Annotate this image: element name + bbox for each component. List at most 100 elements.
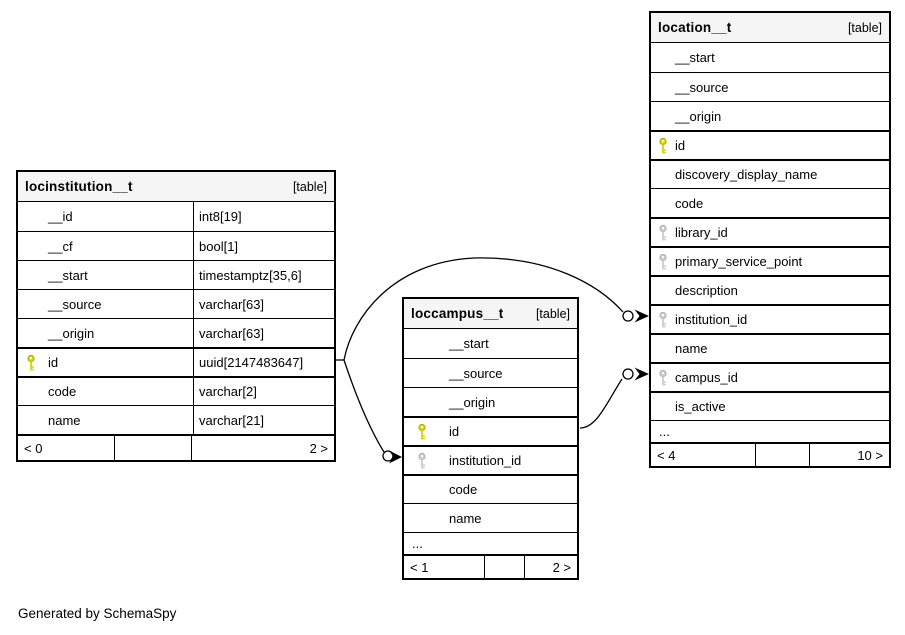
column-row-id[interactable]: id uuid[2147483647] (18, 347, 334, 376)
column-name: id (449, 424, 460, 439)
column-type: timestamptz[35,6] (193, 261, 334, 289)
parents-count: 2 > (309, 440, 328, 456)
column-row-__start[interactable]: __start timestamptz[35,6] (18, 260, 334, 289)
table-header[interactable]: location__t [table] (651, 13, 889, 43)
column-row-code[interactable]: code (651, 188, 889, 217)
column-row-institution_id[interactable]: institution_id (651, 304, 889, 333)
children-count: < 4 (657, 447, 676, 463)
column-type: varchar[63] (193, 290, 334, 318)
table-name: locinstitution__t (25, 179, 133, 194)
foreign-key-icon (658, 369, 668, 386)
fk-arrowhead (389, 450, 402, 464)
column-name: __start (449, 336, 489, 351)
primary-key-icon (658, 137, 668, 154)
column-name: __source (449, 365, 503, 381)
primary-key-icon (417, 423, 427, 440)
column-row-institution_id[interactable]: institution_id (404, 445, 577, 474)
column-name: code (449, 482, 478, 497)
column-type: int8[19] (193, 202, 334, 231)
column-name: id (675, 138, 686, 153)
column-type: uuid[2147483647] (193, 349, 334, 376)
column-row-__start[interactable]: __start (651, 43, 889, 72)
footer-spacer (114, 436, 192, 460)
truncated-columns-row: ... (651, 420, 889, 442)
table-type-tag: [table] (847, 20, 882, 35)
foreign-key-icon (658, 311, 668, 328)
column-name: id (48, 355, 59, 370)
column-type: bool[1] (193, 232, 334, 260)
column-name: __origin (449, 394, 496, 410)
fk-circle-location-institution-id (622, 310, 634, 322)
column-name: institution_id (449, 453, 522, 468)
parents-count: 2 > (552, 559, 571, 575)
column-name: code (48, 384, 77, 399)
column-type: varchar[2] (193, 378, 334, 405)
table-header[interactable]: loccampus__t [table] (404, 299, 577, 329)
column-row-id[interactable]: id (651, 130, 889, 159)
column-row-description[interactable]: description (651, 275, 889, 304)
column-name: __start (675, 50, 715, 65)
column-row-name[interactable]: name (651, 333, 889, 362)
column-name: __source (48, 296, 102, 312)
column-row-code[interactable]: code (404, 474, 577, 503)
column-name: library_id (675, 225, 728, 240)
table-loccampus-t[interactable]: loccampus__t [table] __start __source __or… (402, 297, 579, 580)
column-name: description (675, 283, 738, 298)
column-row-__start[interactable]: __start (404, 329, 577, 358)
table-footer: < 4 10 > (651, 442, 889, 466)
column-row-__origin[interactable]: __origin (651, 101, 889, 130)
column-name: primary_service_point (675, 254, 803, 269)
column-name: __origin (675, 108, 722, 124)
fk-circle-loccampus-institution-id (382, 450, 394, 462)
column-name: is_active (675, 399, 726, 414)
column-row-__source[interactable]: __source varchar[63] (18, 289, 334, 318)
column-row-name[interactable]: name (404, 503, 577, 532)
table-location-t[interactable]: location__t [table] __start __source __ori… (649, 11, 891, 468)
truncated-columns-row: ... (404, 532, 577, 554)
fk-line-loccampus-to-location (579, 378, 623, 429)
column-row-__origin[interactable]: __origin (404, 387, 577, 416)
children-count: < 0 (24, 440, 43, 456)
column-row-primary_service_point[interactable]: primary_service_point (651, 246, 889, 275)
table-name: location__t (658, 20, 732, 35)
column-row-campus_id[interactable]: campus_id (651, 362, 889, 391)
fk-arrowhead (634, 309, 649, 323)
table-header[interactable]: locinstitution__t [table] (18, 172, 334, 202)
column-name: __start (48, 267, 88, 283)
column-name: code (675, 195, 704, 211)
fk-line-locinstitution-to-loccampus (343, 359, 385, 453)
column-name: name (449, 510, 482, 526)
column-row-__id[interactable]: __id int8[19] (18, 202, 334, 231)
table-footer: < 0 2 > (18, 434, 334, 460)
column-type: varchar[21] (193, 406, 334, 434)
table-type-tag: [table] (535, 306, 570, 321)
footer-spacer (484, 556, 525, 578)
table-footer: < 1 2 > (404, 554, 577, 578)
column-name: campus_id (675, 370, 738, 385)
column-name: discovery_display_name (675, 167, 818, 182)
column-row-library_id[interactable]: library_id (651, 217, 889, 246)
column-row-id[interactable]: id (404, 416, 577, 445)
fk-circle-location-campus-id (622, 368, 634, 380)
foreign-key-icon (658, 224, 668, 241)
column-row-__source[interactable]: __source (404, 358, 577, 387)
column-row-code[interactable]: code varchar[2] (18, 376, 334, 405)
column-row-is_active[interactable]: is_active (651, 391, 889, 420)
column-name: institution_id (675, 312, 748, 327)
parents-count: 10 > (857, 447, 883, 463)
table-type-tag: [table] (292, 179, 327, 194)
column-row-__source[interactable]: __source (651, 72, 889, 101)
table-name: loccampus__t (411, 306, 504, 321)
foreign-key-icon (417, 452, 427, 469)
fk-arrowhead (634, 367, 649, 381)
column-row-discovery_display_name[interactable]: discovery_display_name (651, 159, 889, 188)
column-name: __id (48, 209, 73, 224)
